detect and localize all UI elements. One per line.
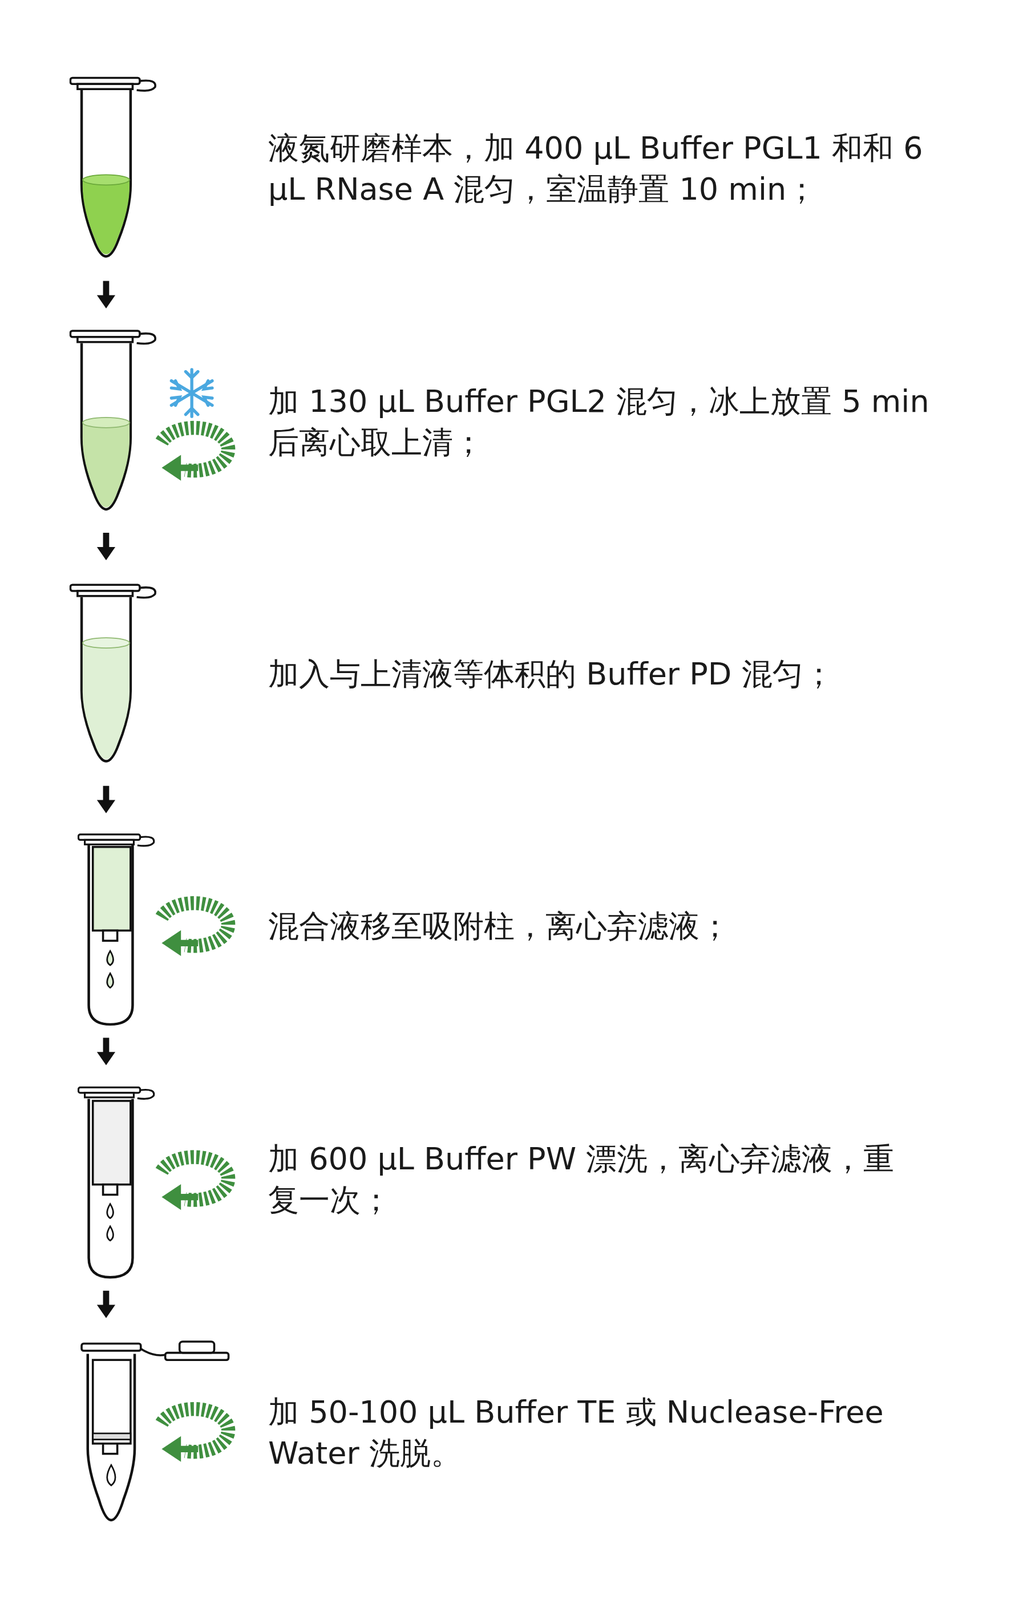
step-text: 加 130 μL Buffer PGL2 混匀，冰上放置 5 min 后离心取上… (268, 381, 930, 464)
step-text: 混合液移至吸附柱，离心弃滤液； (268, 906, 930, 948)
snowflake-icon (171, 369, 213, 417)
step-text: 加 50-100 μL Buffer TE 或 Nuclease-Free Wa… (268, 1392, 930, 1475)
step-text: 液氮研磨样本，加 400 μL Buffer PGL1 和和 6 μL RNas… (268, 127, 930, 210)
column-tube-icon (78, 834, 154, 1025)
step-text: 加 600 μL Buffer PW 漂洗，离心弃滤液，重 复一次； (268, 1138, 930, 1221)
step-text: 加入与上清液等体积的 Buffer PD 混匀； (268, 653, 930, 695)
elution-tube-icon (81, 1341, 229, 1521)
tube-icon (70, 330, 156, 510)
tube-icon (70, 584, 156, 762)
column-tube-icon (78, 1087, 154, 1278)
tube-icon (70, 78, 156, 257)
